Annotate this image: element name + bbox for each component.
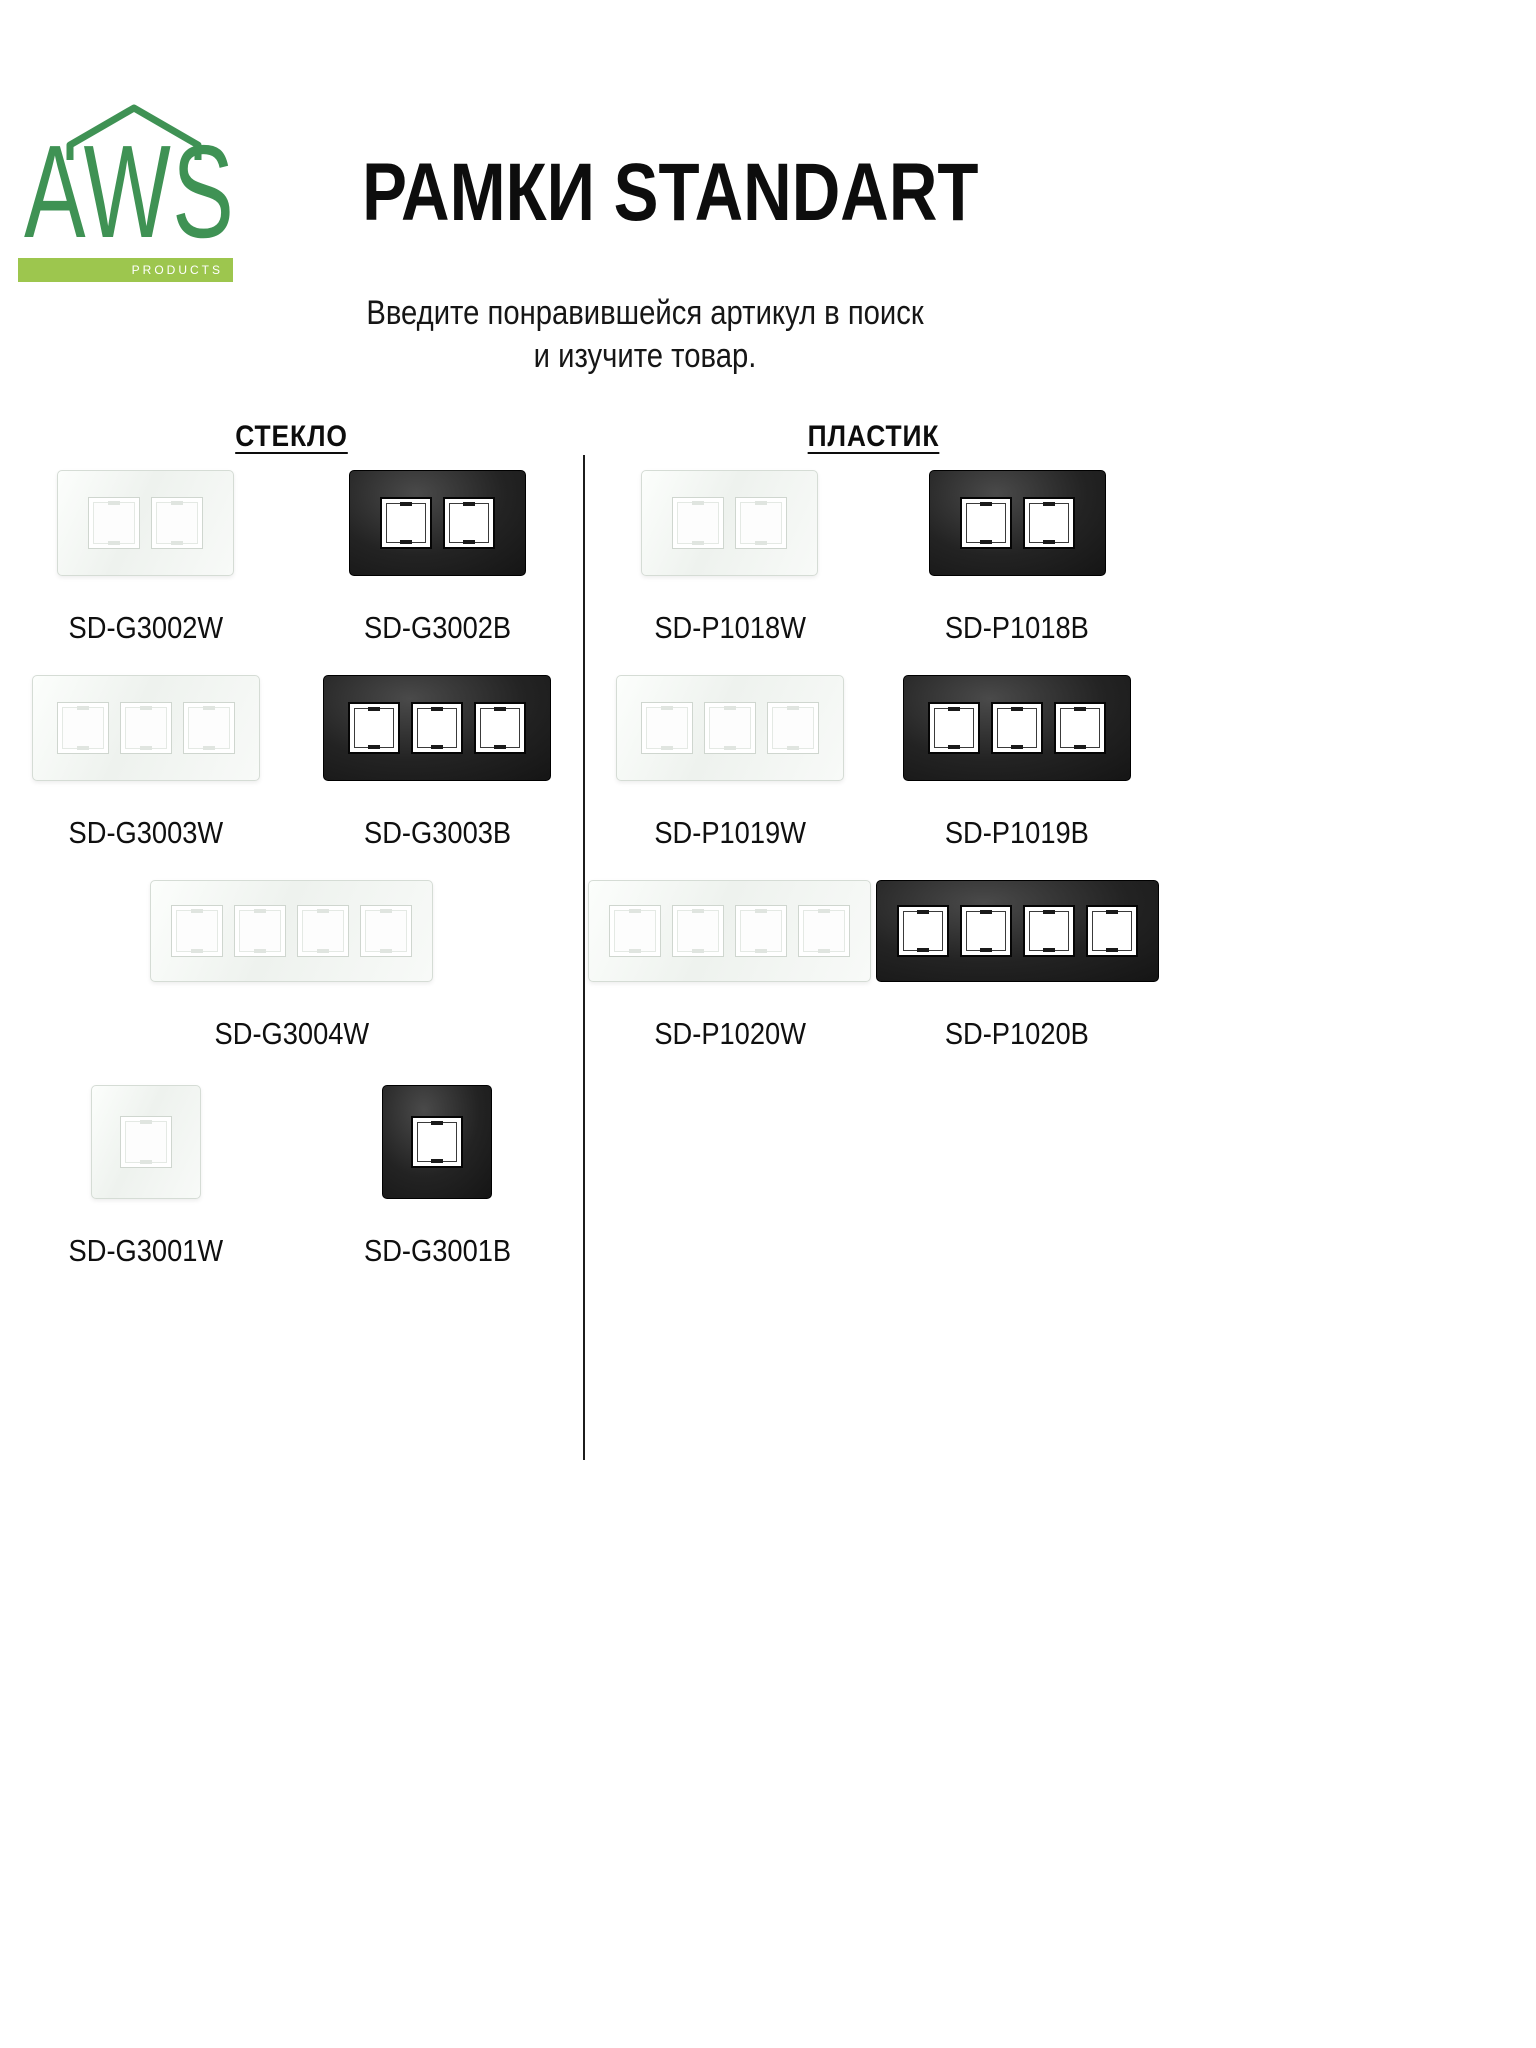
frame-window [88,497,141,549]
product-code: SD-P1020W [653,1016,806,1051]
frame-window [1022,497,1075,549]
frame-window [672,497,725,549]
white-frame-2-gang-image [641,470,819,576]
glass-column-header: СТЕКЛО [235,420,348,453]
product-card: SD-G3001B [354,1085,521,1269]
frame-window [442,497,495,549]
subtitle-line-1: Введите понравившейся артикул в поиск [366,294,924,332]
frame-window [928,702,981,754]
product-grid: SD-P1018W SD-P1018B SD-P1019W SD-P1019B SD-P… [586,470,1161,1085]
white-frame-1-gang-image [90,1085,201,1199]
white-frame-4-gang-image [150,880,433,982]
product-code: SD-P1019B [945,815,1090,850]
product-card: SD-G3003B [323,675,552,851]
frame-window [991,702,1044,754]
frame-window [766,702,819,754]
product-card: SD-P1020W [588,880,872,1052]
product-card: SD-G3003W [31,675,260,851]
frame-window [735,905,788,957]
page-subtitle: Введите понравившейся артикул в поиск и … [348,292,941,377]
aws-logo: AWS PRODUCTS [18,98,240,286]
subtitle-line-2: и изучите товар. [533,336,757,375]
frame-window [735,497,788,549]
frame-window [379,497,432,549]
black-frame-4-gang-image [875,880,1159,982]
product-grid: SD-G3002W SD-G3002B SD-G3003W SD-G3003B SD-G… [0,470,583,1290]
black-frame-3-gang-image [903,675,1132,781]
frame-window [1022,905,1075,957]
product-card: SD-P1019B [903,675,1132,851]
page-title: РАМКИ STANDART [362,147,979,238]
product-card: SD-G3002W [57,470,235,646]
product-card: SD-G3004W [150,880,433,1052]
product-card: SD-P1018B [928,470,1106,646]
frame-window [672,905,725,957]
product-card: SD-P1018W [641,470,819,646]
frame-window [411,1116,464,1168]
frame-window [1085,905,1138,957]
frame-window [348,702,401,754]
logo-house-icon [66,104,202,160]
product-code: SD-G3002W [68,610,224,645]
black-frame-3-gang-image [323,675,552,781]
frame-window [56,702,109,754]
product-card: SD-P1019W [615,675,844,851]
black-frame-2-gang-image [348,470,526,576]
product-card: SD-G3002B [348,470,526,646]
frame-window [119,1116,172,1168]
white-frame-3-gang-image [31,675,260,781]
product-code: SD-G3004W [214,1016,369,1051]
product-code: SD-P1018W [653,610,806,645]
frame-window [171,905,223,957]
frame-window [234,905,286,957]
logo-brand-text: AWS [24,118,236,265]
product-code: SD-G3001W [68,1233,224,1268]
frame-window [640,702,693,754]
white-frame-4-gang-image [588,880,872,982]
white-frame-2-gang-image [57,470,235,576]
black-frame-2-gang-image [928,470,1106,576]
black-frame-1-gang-image [382,1085,493,1199]
product-code: SD-P1020B [945,1016,1090,1051]
white-frame-3-gang-image [615,675,844,781]
frame-window [798,905,851,957]
frame-window [151,497,204,549]
column-divider [583,455,585,1460]
product-code: SD-G3002B [363,610,511,645]
product-code: SD-G3003W [68,815,224,850]
logo-tagline: PRODUCTS [131,263,223,277]
frame-window [182,702,235,754]
product-code: SD-G3001B [363,1233,511,1268]
product-card: SD-G3001W [58,1085,234,1269]
frame-window [959,497,1012,549]
frame-window [411,702,464,754]
frame-window [703,702,756,754]
frame-window [609,905,662,957]
frame-window [297,905,349,957]
frame-window [119,702,172,754]
product-code: SD-P1018B [945,610,1090,645]
frame-window [896,905,949,957]
frame-window [474,702,527,754]
product-card: SD-P1020B [875,880,1159,1052]
frame-window [959,905,1012,957]
header-block: РАМКИ STANDART Введите понравившейся арт… [300,152,990,377]
plastic-column-header: ПЛАСТИК [807,420,940,453]
frame-window [1054,702,1107,754]
logo-bar: PRODUCTS [18,258,233,282]
product-code: SD-P1019W [653,815,806,850]
frame-window [360,905,412,957]
product-code: SD-G3003B [363,815,511,850]
